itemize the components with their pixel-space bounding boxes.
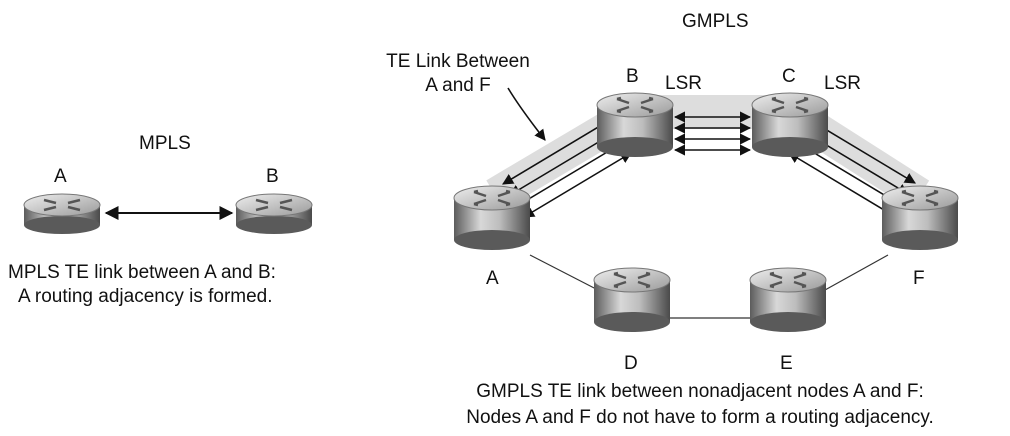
router-f	[880, 184, 960, 252]
node-e-label: E	[780, 353, 793, 374]
router-a	[452, 184, 532, 252]
router-c	[750, 91, 830, 159]
mpls-router-a	[22, 192, 102, 236]
link-e-f	[824, 254, 889, 291]
router-d	[592, 266, 672, 334]
gmpls-caption-line1: GMPLS TE link between nonadjacent nodes …	[476, 381, 924, 402]
node-d-label: D	[624, 353, 638, 374]
mpls-caption-line2: A routing adjacency is formed.	[18, 286, 273, 307]
node-b-label: B	[626, 66, 639, 87]
lsr-label-c: LSR	[824, 73, 861, 94]
te-link-shading	[486, 95, 930, 210]
gmpls-title: GMPLS	[682, 11, 749, 32]
link-a-d	[529, 254, 599, 291]
te-label-pointer	[507, 87, 546, 141]
mpls-title: MPLS	[139, 133, 191, 154]
node-c-label: C	[782, 66, 796, 87]
node-f-label: F	[913, 268, 925, 289]
mpls-caption-line1: MPLS TE link between A and B:	[8, 262, 276, 283]
lsr-label-b: LSR	[665, 73, 702, 94]
router-e	[748, 266, 828, 334]
gmpls-caption-line2: Nodes A and F do not have to form a rout…	[466, 407, 934, 428]
node-a-label: A	[486, 268, 499, 289]
mpls-router-b	[234, 192, 314, 236]
mpls-node-b-label: B	[266, 166, 279, 187]
mpls-node-a-label: A	[54, 166, 67, 187]
router-b	[595, 91, 675, 159]
te-label-line2: A and F	[425, 75, 491, 96]
te-label-line1: TE Link Between	[386, 51, 530, 72]
arrows-b-c	[673, 111, 752, 156]
